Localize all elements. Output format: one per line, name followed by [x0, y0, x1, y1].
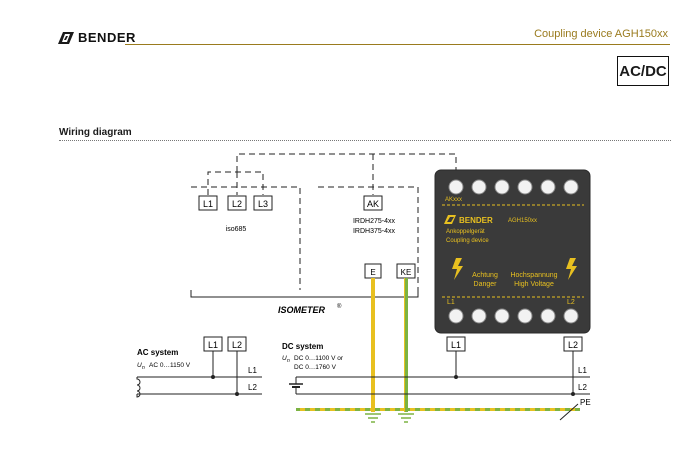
- device-pin-l1: L1: [447, 299, 455, 306]
- ac-system-title: AC system: [137, 348, 178, 357]
- dc-line-pe-label: PE: [580, 398, 591, 407]
- isometer-enclosure: [190, 153, 457, 298]
- pe-line-pointer: [559, 403, 579, 421]
- dc-spec-line1: DC 0…1100 V or: [294, 355, 344, 362]
- device-pin-l2: L2: [567, 299, 575, 306]
- dc-spec-symbol: U: [282, 355, 287, 362]
- irdh-model-1: IRDH275-4xx: [353, 218, 396, 225]
- ac-spec: AC 0…1150 V: [149, 362, 191, 369]
- iso685-label: iso685: [226, 226, 247, 233]
- terminal-iso685-l1-label: L1: [203, 199, 213, 209]
- lightning-icon-right: [566, 258, 577, 280]
- device-brand: BENDER: [459, 216, 493, 225]
- terminal-iso685-l1: [198, 195, 218, 211]
- device-desc-en: Coupling device: [446, 238, 489, 244]
- terminal-iso685-l3-label: L3: [258, 199, 268, 209]
- device-desc-de: Ankoppelgerät: [446, 229, 485, 235]
- device-warning-en: Danger: [474, 281, 498, 288]
- ground-symbol-e: [365, 413, 381, 423]
- header-rule: [125, 44, 670, 45]
- terminal-ke-label: KE: [401, 268, 412, 277]
- device-hv-de: Hochspannung: [510, 272, 557, 279]
- document-title: Coupling device AGH150xx: [534, 28, 668, 40]
- ac-line-l2-label: L2: [248, 383, 257, 392]
- ac-line-l1-label: L1: [248, 366, 257, 375]
- iso685-terminals: L1 L2 L3: [198, 195, 273, 211]
- terminal-device-l2-label: L2: [568, 340, 578, 350]
- terminal-ak-label: AK: [367, 199, 379, 209]
- transformer-coil-icon: [136, 377, 141, 398]
- dc-line-l1-label: L1: [578, 366, 587, 375]
- terminal-iso685-l2-label: L2: [232, 199, 242, 209]
- dc-system-title: DC system: [282, 342, 323, 351]
- coupling-device: AKxxx BENDER AGH150xx Ankoppelgerät Coup…: [434, 169, 591, 334]
- terminal-ac-l2-label: L2: [232, 340, 242, 350]
- bender-logo: BENDER: [58, 30, 136, 45]
- ac-dc-badge: AC/DC: [617, 56, 669, 86]
- terminal-iso685-l2: [227, 195, 247, 211]
- ground-symbol-ke: [398, 413, 414, 423]
- device-bender-logo: [444, 215, 456, 224]
- isometer-registered-mark: ®: [337, 303, 342, 310]
- terminal-device-l1-label: L1: [451, 340, 461, 350]
- terminal-e-label: E: [370, 268, 375, 277]
- bender-logo-icon: [58, 31, 74, 44]
- page-header: BENDER Coupling device AGH150xx: [0, 0, 695, 60]
- irdh-model-2: IRDH375-4xx: [353, 228, 396, 235]
- dc-system: DC system U n DC 0…1100 V or DC 0…1760 V…: [282, 342, 591, 421]
- device-tag: AKxxx: [445, 197, 462, 203]
- section-divider: [59, 140, 671, 141]
- device-model: AGH150xx: [508, 218, 537, 224]
- pe-conductors: [296, 278, 580, 412]
- isometer-label: ISOMETER: [278, 305, 326, 315]
- ac-spec-subscript: n: [142, 365, 145, 371]
- terminal-ac-l1-label: L1: [208, 340, 218, 350]
- terminal-ak: [363, 195, 383, 211]
- dc-spec-line2: DC 0…1760 V: [294, 364, 337, 371]
- terminal-iso685-l3: [253, 195, 273, 211]
- ac-spec-symbol: U: [137, 362, 142, 369]
- dc-spec-subscript: n: [287, 358, 290, 364]
- device-top-screws: [448, 179, 579, 195]
- dc-line-l2-label: L2: [578, 383, 587, 392]
- ac-system: L1 L2 AC system U n AC 0…1150 V L1 L2: [136, 336, 262, 398]
- section-title: Wiring diagram: [59, 127, 132, 138]
- lightning-icon-left: [452, 258, 463, 280]
- brand-name: BENDER: [78, 30, 136, 45]
- device-hv-en: High Voltage: [514, 281, 554, 288]
- device-bottom-screws: [448, 308, 579, 324]
- battery-icon: [289, 377, 303, 394]
- device-warning-de: Achtung: [472, 272, 498, 279]
